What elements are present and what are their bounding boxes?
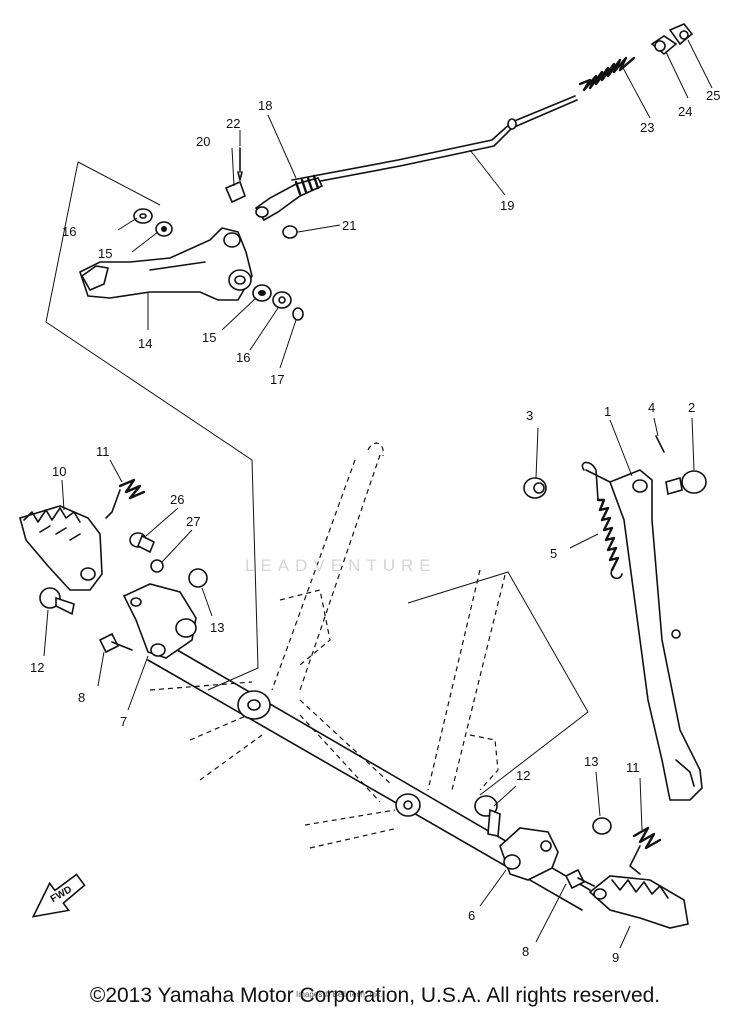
oil-seal-15a — [155, 221, 173, 237]
callout-4: 4 — [648, 400, 655, 415]
nut-3 — [523, 477, 547, 499]
image-credit: Images © Bell Tech, Inc. — [296, 990, 383, 999]
bolt-8a — [98, 632, 133, 654]
callout-26: 26 — [170, 492, 184, 507]
leader-lines — [43, 39, 713, 949]
callout-7: 7 — [120, 714, 127, 729]
callout-24: 24 — [678, 104, 692, 119]
copyright-notice: ©2013 Yamaha Motor Corporation, U.S.A. A… — [89, 984, 661, 1007]
callout-20: 20 — [196, 134, 210, 149]
callout-8-right: 8 — [522, 944, 529, 959]
callout-15-top: 15 — [98, 246, 112, 261]
callout-9: 9 — [612, 950, 619, 965]
stand-spring-5 — [581, 461, 623, 580]
callout-6: 6 — [468, 908, 475, 923]
forward-arrow-icon: FWD — [31, 873, 86, 918]
callout-16-top: 16 — [62, 224, 76, 239]
callout-5: 5 — [550, 546, 557, 561]
footrest-10[interactable] — [19, 505, 103, 591]
callout-22: 22 — [226, 116, 240, 131]
footrest-9[interactable] — [588, 875, 689, 929]
callout-17: 17 — [270, 372, 284, 387]
stand-group-outline — [407, 571, 589, 796]
spring-11a — [105, 478, 146, 519]
clevis-pin-20 — [224, 180, 246, 204]
callout-2: 2 — [688, 400, 695, 415]
nut-25 — [668, 23, 694, 46]
stand-bolt-2 — [665, 470, 707, 496]
adjuster-24 — [650, 35, 678, 56]
callout-10: 10 — [52, 464, 66, 479]
cotter-pin-22 — [237, 147, 243, 181]
bolt-26 — [129, 532, 156, 554]
callout-18: 18 — [258, 98, 272, 113]
callout-11-left: 11 — [96, 444, 110, 459]
callout-13-left: 13 — [210, 620, 224, 635]
callout-12-left: 12 — [30, 660, 44, 675]
bolt-12b — [474, 795, 501, 837]
cross-tube — [147, 639, 591, 911]
callout-19: 19 — [500, 198, 514, 213]
callout-3: 3 — [526, 408, 533, 423]
oil-seal-15b — [252, 284, 272, 302]
callout-21: 21 — [342, 218, 356, 233]
callout-labels: 3 1 4 2 5 6 7 8 8 9 10 11 11 12 12 13 13… — [30, 88, 720, 965]
brake-rod[interactable] — [291, 95, 578, 187]
spring-11b — [629, 826, 662, 875]
plug-13a — [188, 568, 208, 588]
watermark-text: LEADVENTURE — [245, 556, 437, 575]
callout-15-bottom: 15 — [202, 330, 216, 345]
frame-outline — [149, 442, 506, 849]
callout-27: 27 — [186, 514, 200, 529]
brake-group-outline — [45, 161, 259, 691]
pin-4 — [655, 435, 665, 453]
bracket-6[interactable] — [499, 827, 559, 881]
washer-16a — [133, 208, 153, 224]
callout-25: 25 — [706, 88, 720, 103]
bolt-8b — [564, 868, 595, 890]
callout-13-right: 13 — [584, 754, 598, 769]
callout-14: 14 — [138, 336, 152, 351]
callout-1: 1 — [604, 404, 611, 419]
pin-27 — [150, 559, 164, 573]
side-stand[interactable] — [585, 469, 703, 801]
washer-16b — [272, 291, 292, 309]
plug-13b — [592, 817, 612, 835]
callout-23: 23 — [640, 120, 654, 135]
bolt-12a — [39, 587, 75, 616]
bracket-7[interactable] — [122, 583, 197, 659]
callout-16-bottom: 16 — [236, 350, 250, 365]
clevis-18 — [254, 174, 324, 222]
callout-12-right: 12 — [516, 768, 530, 783]
callout-11-right: 11 — [626, 760, 640, 775]
spring-23 — [578, 56, 636, 92]
callout-8-left: 8 — [78, 690, 85, 705]
brake-pedal[interactable] — [79, 227, 253, 301]
washer-21 — [282, 225, 298, 239]
circlip-17 — [292, 307, 304, 321]
